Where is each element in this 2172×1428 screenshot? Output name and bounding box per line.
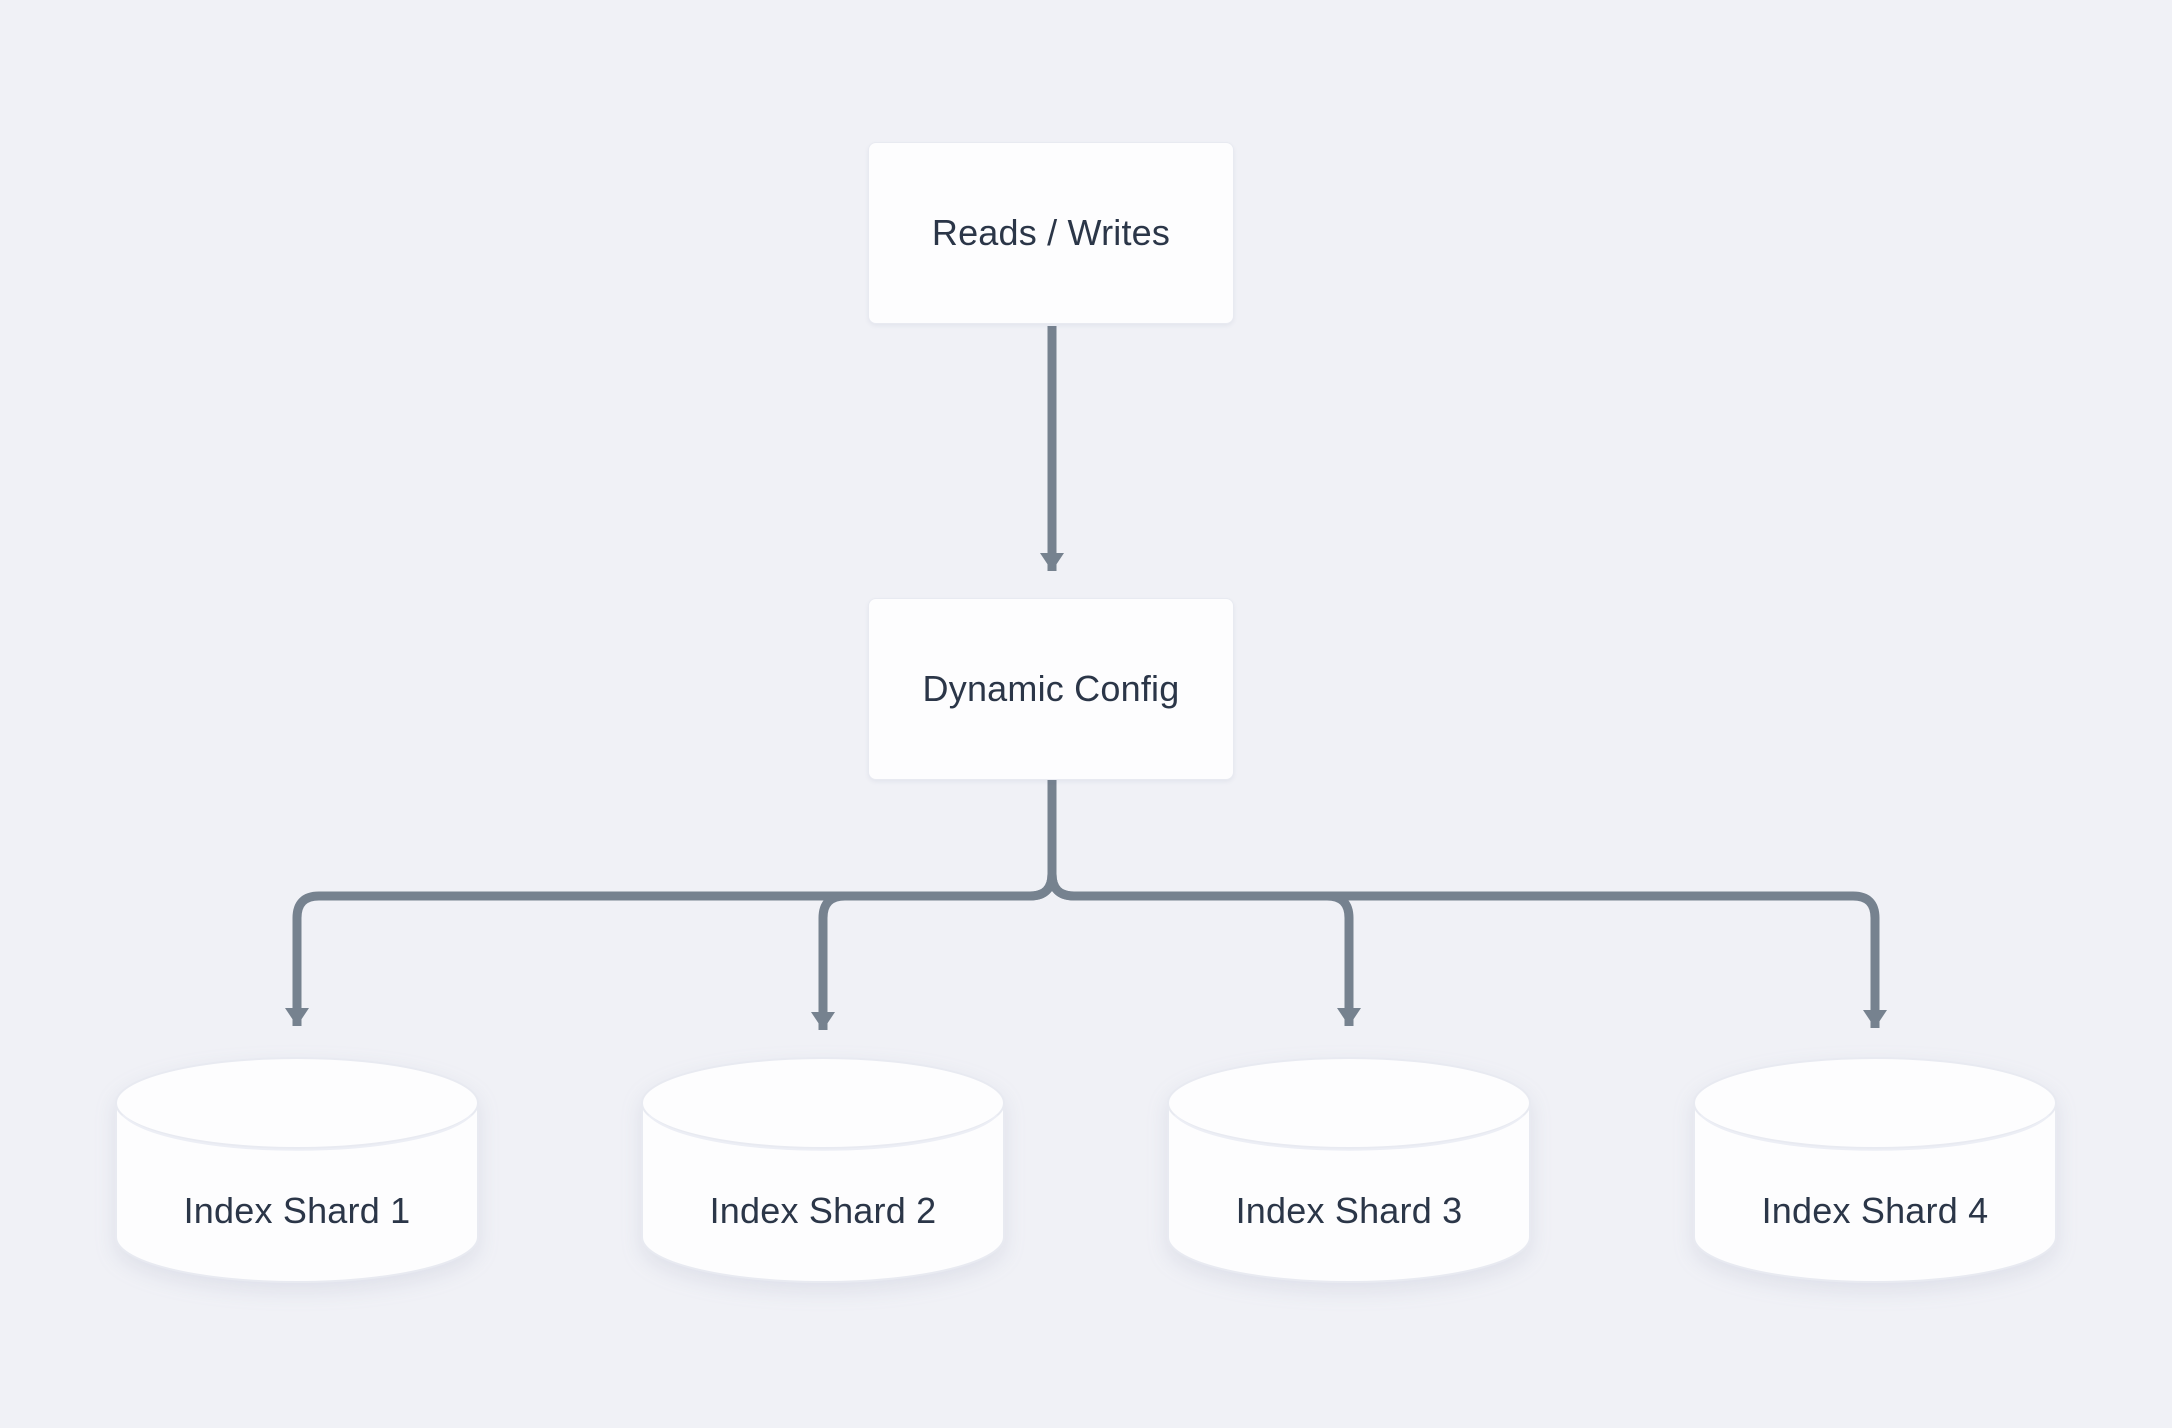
node-index-shard-1-label: Index Shard 1	[183, 1190, 411, 1231]
node-index-shard-3-label: Index Shard 3	[1235, 1190, 1463, 1231]
database-cylinder-icon	[1693, 1057, 2057, 1283]
database-cylinder-icon	[1167, 1057, 1531, 1283]
node-index-shard-1: Index Shard 1	[113, 1055, 481, 1287]
node-dynamic-config-label: Dynamic Config	[922, 668, 1180, 710]
database-cylinder-icon	[115, 1057, 479, 1283]
database-cylinder-icon	[641, 1057, 1005, 1283]
node-index-shard-2: Index Shard 2	[639, 1055, 1007, 1287]
edge-dynamic-config-to-shard-4	[1047, 780, 1887, 1028]
node-reads-writes-label: Reads / Writes	[931, 212, 1171, 254]
edge-dynamic-config-to-shard-2	[811, 780, 1057, 1030]
node-index-shard-4: Index Shard 4	[1691, 1055, 2059, 1287]
node-index-shard-2-label: Index Shard 2	[709, 1190, 937, 1231]
node-reads-writes: Reads / Writes	[868, 142, 1234, 324]
node-dynamic-config: Dynamic Config	[868, 598, 1234, 780]
edge-dynamic-config-to-shard-3	[1047, 780, 1361, 1026]
node-index-shard-3: Index Shard 3	[1165, 1055, 1533, 1287]
node-index-shard-4-label: Index Shard 4	[1761, 1190, 1989, 1231]
edge-dynamic-config-to-shard-1	[285, 780, 1057, 1026]
